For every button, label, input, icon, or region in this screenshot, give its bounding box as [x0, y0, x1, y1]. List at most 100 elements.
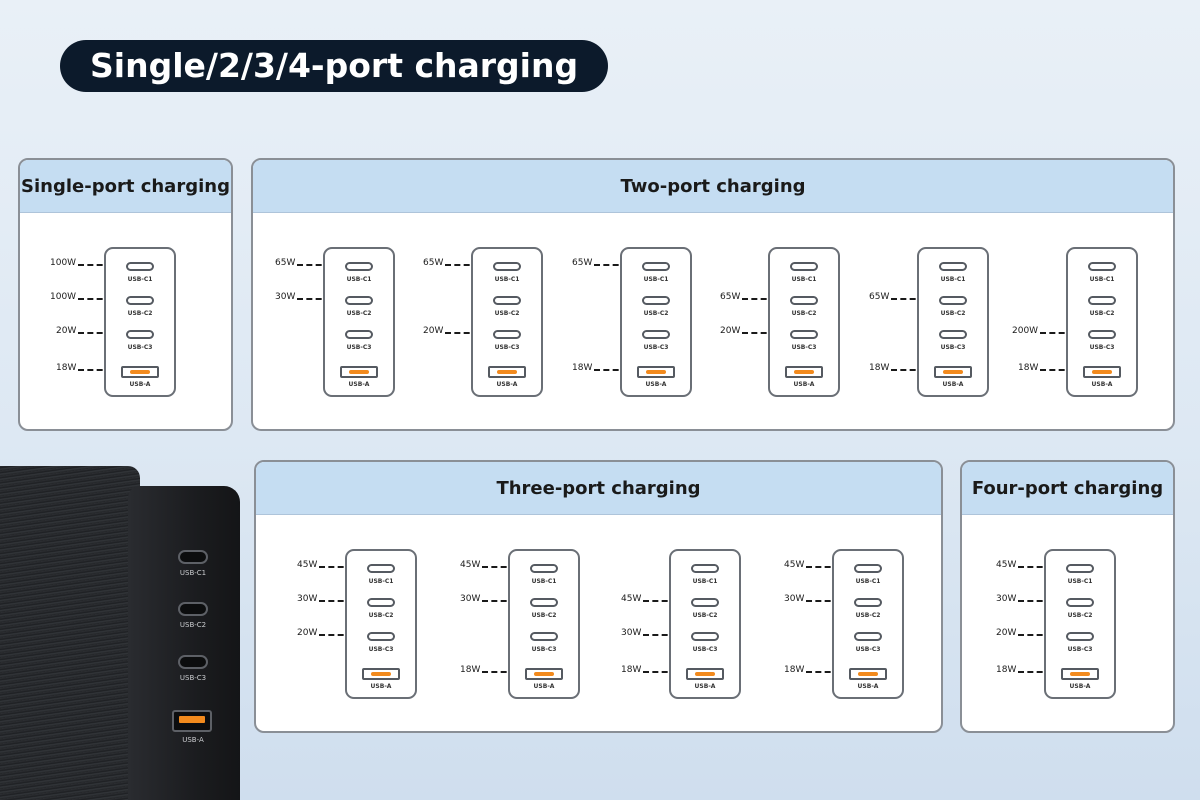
charger-port-label: USB-A — [182, 736, 204, 744]
port-label: USB-C3 — [692, 646, 718, 653]
power-value-label: 30W — [621, 628, 642, 638]
usb-c-port-icon — [493, 262, 521, 271]
port-label: USB-A — [1091, 381, 1113, 388]
usb-c-port-icon — [345, 296, 373, 305]
usb-c-port-icon — [1088, 330, 1116, 339]
usb-c-port-icon — [1088, 262, 1116, 271]
power-value-label: 18W — [572, 363, 593, 373]
port-label: USB-C1 — [368, 578, 394, 585]
port-label: USB-C3 — [1089, 344, 1115, 351]
usb-a-port-icon — [1083, 366, 1121, 378]
port-label: USB-C2 — [531, 612, 557, 619]
power-value-label: 65W — [275, 258, 296, 268]
port-label: USB-C2 — [346, 310, 372, 317]
port-label: USB-C1 — [127, 276, 153, 283]
usb-a-port-icon — [340, 366, 378, 378]
power-value-label: 18W — [1018, 363, 1039, 373]
usb-a-port-icon — [934, 366, 972, 378]
charger-port-label: USB-C2 — [179, 621, 207, 629]
port-label: USB-C3 — [791, 344, 817, 351]
power-value-label: 30W — [297, 594, 318, 604]
power-value-label: 30W — [996, 594, 1017, 604]
power-value-label: 18W — [460, 665, 481, 675]
port-label: USB-A — [857, 683, 879, 690]
port-label: USB-A — [370, 683, 392, 690]
port-label: USB-C3 — [855, 646, 881, 653]
usb-c-port-icon — [1066, 632, 1094, 641]
power-value-label: 45W — [297, 560, 318, 570]
charger-usb-c2-port — [178, 602, 208, 616]
port-label: USB-C2 — [1089, 310, 1115, 317]
power-value-label: 65W — [869, 292, 890, 302]
port-label: USB-C3 — [1067, 646, 1093, 653]
usb-c-port-icon — [790, 262, 818, 271]
power-value-label: 30W — [275, 292, 296, 302]
port-label: USB-C3 — [531, 646, 557, 653]
power-value-label: 45W — [460, 560, 481, 570]
port-label: USB-A — [1069, 683, 1091, 690]
port-label: USB-A — [694, 683, 716, 690]
port-label: USB-A — [533, 683, 555, 690]
panel-title: Four-port charging — [962, 462, 1173, 515]
port-label: USB-C2 — [494, 310, 520, 317]
usb-c-port-icon — [345, 262, 373, 271]
port-label: USB-C2 — [791, 310, 817, 317]
usb-c-port-icon — [493, 296, 521, 305]
usb-c-port-icon — [367, 564, 395, 573]
power-value-label: 20W — [996, 628, 1017, 638]
usb-c-port-icon — [126, 296, 154, 305]
port-label: USB-C3 — [643, 344, 669, 351]
charger-front-face — [128, 486, 240, 800]
power-value-label: 18W — [56, 363, 77, 373]
port-label: USB-C2 — [368, 612, 394, 619]
charger-usb-c3-port — [178, 655, 208, 669]
port-label: USB-C2 — [1067, 612, 1093, 619]
usb-c-port-icon — [939, 330, 967, 339]
port-label: USB-C2 — [940, 310, 966, 317]
usb-c-port-icon — [642, 330, 670, 339]
power-value-label: 65W — [423, 258, 444, 268]
usb-c-port-icon — [493, 330, 521, 339]
usb-c-port-icon — [367, 598, 395, 607]
port-label: USB-C1 — [855, 578, 881, 585]
usb-a-port-icon — [849, 668, 887, 680]
power-value-label: 100W — [50, 292, 77, 302]
usb-c-port-icon — [530, 598, 558, 607]
usb-c-port-icon — [1066, 564, 1094, 573]
usb-c-port-icon — [790, 296, 818, 305]
usb-c-port-icon — [854, 632, 882, 641]
power-value-label: 45W — [996, 560, 1017, 570]
port-label: USB-A — [645, 381, 667, 388]
page-title: Single/2/3/4-port charging — [60, 40, 609, 92]
port-label: USB-C1 — [791, 276, 817, 283]
port-label: USB-A — [129, 381, 151, 388]
port-label: USB-C2 — [127, 310, 153, 317]
port-label: USB-C2 — [692, 612, 718, 619]
usb-a-port-icon — [637, 366, 675, 378]
charger-port-label: USB-C1 — [179, 569, 207, 577]
usb-c-port-icon — [126, 262, 154, 271]
usb-a-port-icon — [121, 366, 159, 378]
usb-a-port-icon — [1061, 668, 1099, 680]
usb-c-port-icon — [642, 296, 670, 305]
power-value-label: 20W — [423, 326, 444, 336]
port-label: USB-C1 — [346, 276, 372, 283]
power-value-label: 18W — [784, 665, 805, 675]
power-value-label: 18W — [621, 665, 642, 675]
port-label: USB-C1 — [494, 276, 520, 283]
power-value-label: 45W — [784, 560, 805, 570]
charger-body — [0, 466, 140, 800]
usb-c-port-icon — [854, 598, 882, 607]
